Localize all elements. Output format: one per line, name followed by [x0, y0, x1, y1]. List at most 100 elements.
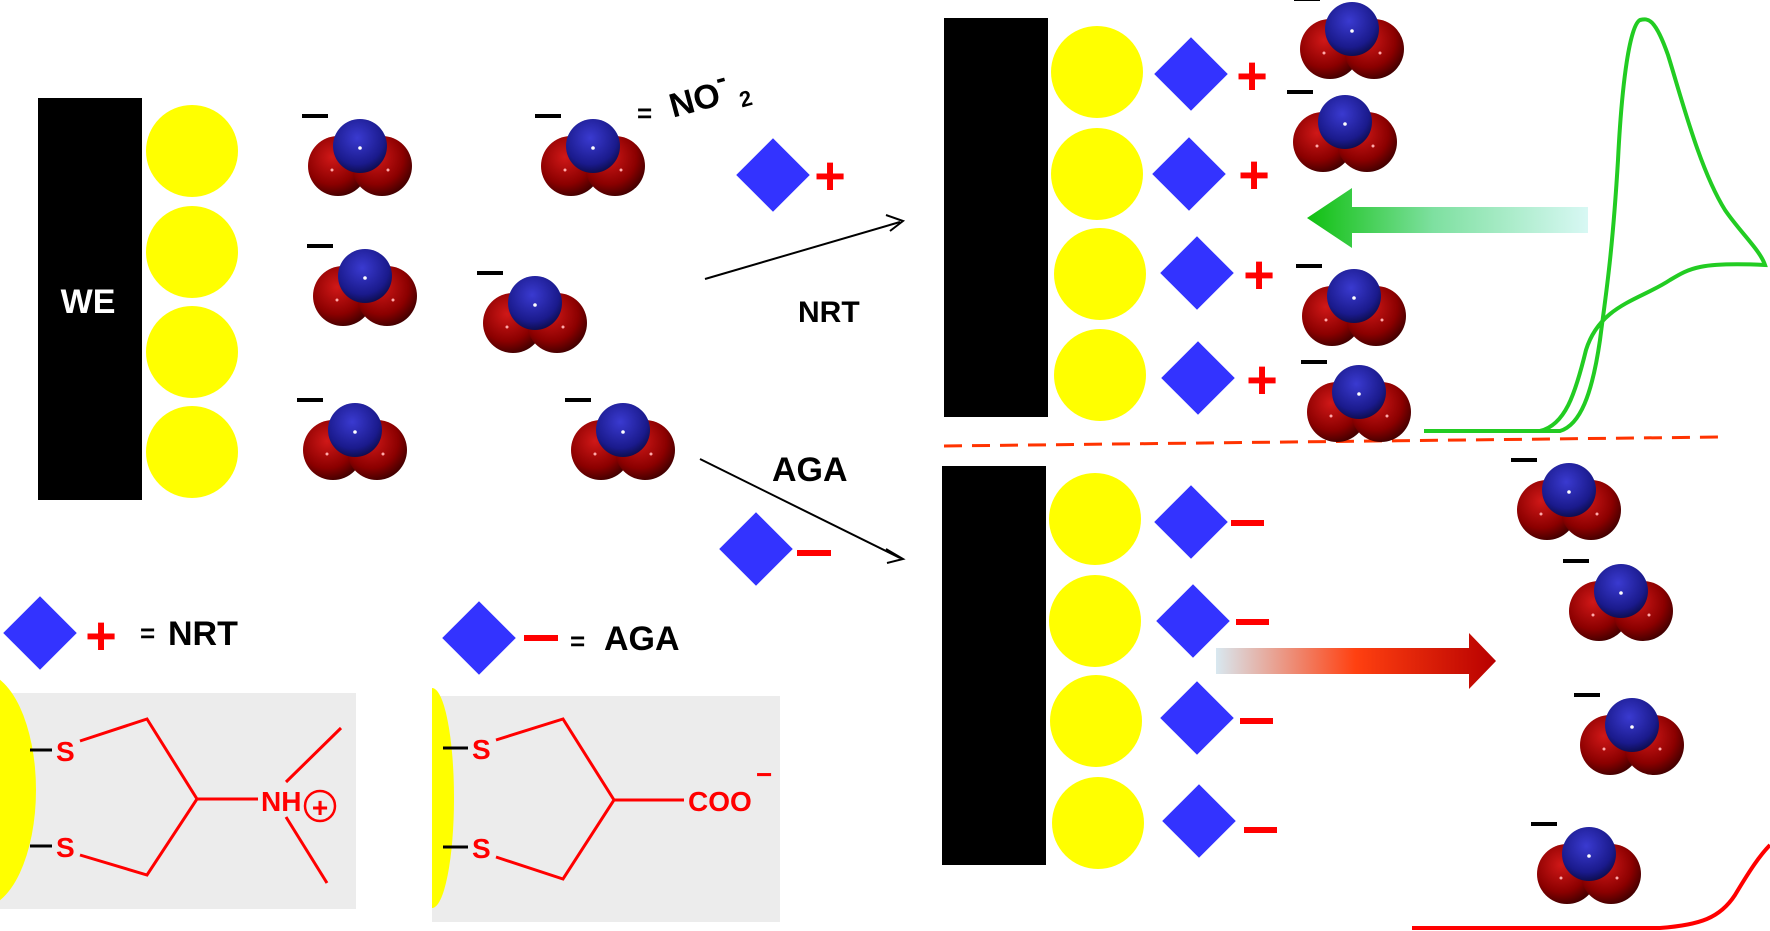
nrt-reaction-arrow — [704, 221, 901, 280]
highlight-dot — [621, 430, 625, 434]
negative-charge — [1236, 619, 1269, 625]
negative-charge — [1244, 827, 1277, 833]
sulfur-atom: S — [472, 833, 491, 864]
nitrite-ion-layer — [297, 0, 1684, 904]
nitrite-negative-charge — [307, 244, 333, 248]
highlight-dot — [363, 276, 367, 280]
nitrogen-atom — [566, 119, 620, 173]
positive-charge: + — [814, 146, 846, 206]
aga-electrode-group — [942, 466, 1144, 869]
highlight-dot — [1595, 512, 1599, 516]
initial-electrode-group: WE — [38, 98, 238, 500]
highlight-dot — [505, 325, 509, 329]
aga-modified-electrode — [942, 466, 1046, 865]
nitrite-negative-charge — [1287, 90, 1313, 94]
nrt-arrow-label: NRT — [798, 296, 860, 329]
highlight-dot — [1315, 144, 1319, 148]
nitrite-ion — [1287, 90, 1397, 172]
nrt-receptor-layer: + + + + — [1152, 37, 1278, 415]
highlight-dot — [1615, 876, 1619, 880]
negative-charge — [1231, 520, 1264, 526]
nitrite-ion — [307, 244, 417, 326]
nitrite-ion — [1574, 693, 1684, 775]
nitrite-formula-subscript: 2 — [737, 85, 755, 112]
nitrite-ion — [1563, 559, 1673, 641]
nitrite-negative-charge — [1563, 559, 1589, 563]
nitrogen-atom — [338, 249, 392, 303]
highlight-dot — [386, 168, 390, 172]
aga-carboxylate-group: COO — [688, 786, 752, 817]
aga-receptor-diamond — [1162, 784, 1236, 858]
aga-receptor-diamond — [1156, 584, 1230, 658]
highlight-dot — [1647, 613, 1651, 617]
highlight-dot — [1567, 490, 1571, 494]
highlight-dot — [563, 168, 567, 172]
working-electrode-label: WE — [61, 283, 116, 321]
nitrite-negative-charge — [1574, 693, 1600, 697]
aga-structure-panel: S S COO − — [405, 680, 780, 930]
aga-arrowhead — [885, 548, 906, 564]
highlight-dot — [1357, 392, 1361, 396]
gold-surface — [0, 679, 36, 901]
legend-nrt-label: NRT — [168, 615, 238, 653]
nrt-signal-curve — [1424, 17, 1768, 433]
highlight-dot — [1352, 296, 1356, 300]
nitrite-ion — [1296, 264, 1406, 346]
nitrogen-atom — [1327, 269, 1381, 323]
sulfur-atom: S — [56, 832, 75, 863]
nitrite-ion — [565, 398, 675, 480]
highlight-dot — [391, 298, 395, 302]
gold-nanoparticle — [1051, 128, 1143, 220]
highlight-dot — [381, 452, 385, 456]
panel-divider — [943, 435, 1723, 448]
nitrogen-atom — [1594, 564, 1648, 618]
gold-nanoparticle — [146, 206, 238, 298]
highlight-dot — [1591, 613, 1595, 617]
attraction-arrow — [1307, 188, 1588, 248]
positive-charge-ring — [303, 789, 337, 823]
highlight-dot — [1602, 747, 1606, 751]
nrt-receptor-diamond — [736, 138, 810, 212]
nrt-receptor-diamond — [1154, 37, 1228, 111]
positive-charge: + — [1246, 350, 1278, 410]
gold-nanoparticle — [1052, 777, 1144, 869]
methyl-bond — [284, 726, 343, 784]
nitrogen-atom — [596, 403, 650, 457]
legend-aga-diamond — [442, 601, 516, 675]
nitrite-negative-charge — [1511, 458, 1537, 462]
nrt-receptor-diamond — [1152, 137, 1226, 211]
negative-charge — [1240, 718, 1273, 724]
highlight-dot — [1658, 747, 1662, 751]
negative-charge — [797, 550, 831, 556]
nitrite-negative-charge — [535, 114, 561, 118]
positive-charge: + — [1236, 46, 1268, 106]
highlight-dot — [1630, 725, 1634, 729]
nrt-electrode-group — [944, 18, 1146, 421]
nitrogen-atom — [1542, 463, 1596, 517]
gold-nanoparticle — [1051, 26, 1143, 118]
nrt-arrowhead — [885, 214, 906, 232]
sulfur-atom: S — [472, 734, 491, 765]
nitrite-ion — [1511, 458, 1621, 540]
nrt-positive-charge: + — [312, 792, 328, 823]
aga-receptor-diamond — [719, 512, 793, 586]
highlight-dot — [1324, 318, 1328, 322]
gold-nanoparticle — [1054, 228, 1146, 320]
highlight-dot — [593, 452, 597, 456]
legend-negative-charge — [524, 635, 558, 641]
highlight-dot — [619, 168, 623, 172]
highlight-dot — [1380, 318, 1384, 322]
nitrite-formula-main: NO — [665, 76, 724, 126]
nrt-receptor-diamond — [1160, 236, 1234, 310]
gold-nanoparticle — [1050, 675, 1142, 767]
highlight-dot — [561, 325, 565, 329]
highlight-dot — [1539, 512, 1543, 516]
legend-aga-label: AGA — [604, 620, 680, 658]
gold-nanoparticle — [146, 406, 238, 498]
highlight-dot — [335, 298, 339, 302]
nitrite-ion — [297, 398, 407, 480]
highlight-dot — [330, 168, 334, 172]
nitrite-negative-charge — [1531, 822, 1557, 826]
highlight-dot — [1378, 51, 1382, 55]
